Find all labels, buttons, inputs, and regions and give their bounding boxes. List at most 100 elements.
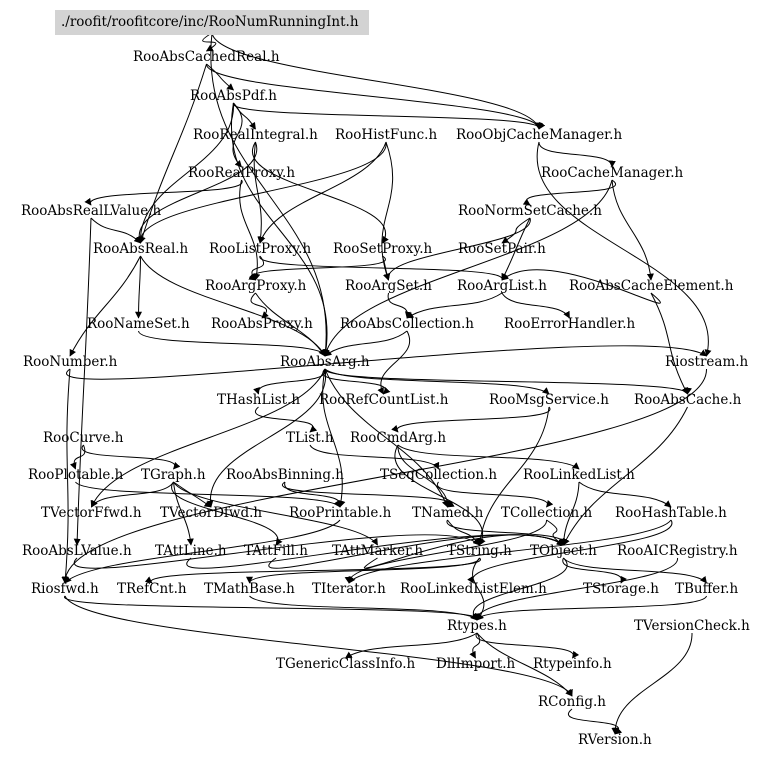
edge-roofit-roofitcore-inc-roonumrunningint-h-to-rooobjcachemanager-h (211, 32, 542, 130)
node-rooargproxy-h[interactable]: RooArgProxy.h (205, 278, 307, 294)
edge-tmathbase-h-to-rtypes-h (249, 595, 478, 621)
node-tvectordfwd-h[interactable]: TVectorDfwd.h (160, 505, 263, 521)
node-rtypes-h[interactable]: Rtypes.h (447, 618, 507, 634)
node-roorefcountlist-h[interactable]: RooRefCountList.h (319, 392, 449, 408)
node-roohistfunc-h[interactable]: RooHistFunc.h (335, 127, 438, 143)
node-roocurve-h[interactable]: RooCurve.h (43, 430, 124, 446)
edge-rtypes-h-to-rconfig-h (476, 632, 573, 697)
edge-rooarglist-h-to-rooabscollection-h (406, 292, 503, 319)
node-roonormsetcache-h[interactable]: RooNormSetCache.h (458, 203, 602, 219)
node-roomsgservice-h[interactable]: RooMsgService.h (489, 392, 609, 408)
node-rooabscachedreal-h[interactable]: RooAbsCachedReal.h (133, 49, 280, 65)
node-roonumber-h[interactable]: RooNumber.h (23, 354, 118, 370)
edge-rooprintable-h-to-riosfwd-h (64, 519, 341, 584)
node-rooabscache-h[interactable]: RooAbsCache.h (634, 392, 742, 408)
node-tnamed-h[interactable]: TNamed.h (412, 505, 484, 521)
node-roosetproxy-h[interactable]: RooSetProxy.h (333, 241, 433, 257)
node-rooabsreallvalue-h[interactable]: RooAbsRealLValue.h (21, 203, 162, 219)
node-dllimport-h[interactable]: DllImport.h (436, 656, 516, 672)
node-tattline-h[interactable]: TAttLine.h (155, 543, 227, 559)
node-rooabsarg-h[interactable]: RooAbsArg.h (280, 354, 370, 370)
edge-rooabscacheelement-h-to-rooabscache-h (650, 292, 688, 395)
node-roorealproxy-h[interactable]: RooRealProxy.h (188, 165, 296, 181)
edge-roorealproxy-h-to-rooabsreallvalue-h (84, 179, 243, 206)
edge-rooabsreallvalue-h-to-rooabslvalue-h (73, 217, 92, 546)
edge-roocachemanager-h-to-rooabsarg-h (323, 179, 613, 357)
node-rooabsreal-h[interactable]: RooAbsReal.h (93, 241, 189, 257)
node-rooerrorhandler-h[interactable]: RooErrorHandler.h (504, 316, 636, 332)
edge-rtypes-h-to-tgenericclassinfo-h (344, 632, 478, 659)
node-rversion-h[interactable]: RVersion.h (578, 732, 652, 748)
edge-roofit-roofitcore-inc-roonumrunningint-h-to-rooabsarg-h (210, 32, 330, 357)
node-tmathbase-h[interactable]: TMathBase.h (204, 581, 295, 597)
edge-roonumber-h-to-riostream-h (66, 345, 708, 380)
edge-rooabsreallvalue-h-to-rooabsreal-h (90, 217, 141, 244)
edge-riosfwd-h-to-rconfig-h (64, 595, 573, 697)
node-riostream-h[interactable]: Riostream.h (665, 354, 749, 370)
edge-roolinkedlist-h-to-tobject-h (560, 481, 580, 546)
node-roorealintegral-h[interactable]: RooRealIntegral.h (193, 127, 318, 143)
node-rooabsbinning-h[interactable]: RooAbsBinning.h (226, 467, 345, 483)
edge-roomsgservice-h-to-tstring-h (476, 406, 550, 546)
edge-tgraph-h-to-tattline-h (173, 481, 194, 546)
edge-roohashtable-h-to-titerator-h (348, 519, 672, 584)
node-titerator-h[interactable]: TIterator.h (312, 581, 386, 597)
node-rooabslvalue-h[interactable]: RooAbsLValue.h (22, 543, 132, 559)
node-roonameset-h[interactable]: RooNameSet.h (87, 316, 190, 332)
node-thashlist-h[interactable]: THashList.h (217, 392, 301, 408)
node-riosfwd-h[interactable]: Riosfwd.h (31, 581, 99, 597)
node-tversioncheck-h[interactable]: TVersionCheck.h (634, 618, 750, 634)
node-rooplotable-h[interactable]: RooPlotable.h (28, 467, 124, 483)
node-rooobjcachemanager-h[interactable]: RooObjCacheManager.h (456, 127, 623, 143)
edge-rooabsarg-h-to-rooprintable-h (322, 368, 345, 508)
node-tbuffer-h[interactable]: TBuffer.h (675, 581, 739, 597)
node-roolinkedlistelem-h[interactable]: RooLinkedListElem.h (400, 581, 547, 597)
edge-tseqcollection-h-to-tcollection-h (437, 481, 554, 508)
edge-riosfwd-h-to-rtypes-h (64, 595, 484, 621)
edge-rconfig-h-to-rversion-h (568, 708, 623, 735)
node-tstorage-h[interactable]: TStorage.h (583, 581, 659, 597)
node-roocachemanager-h[interactable]: RooCacheManager.h (541, 165, 684, 181)
edge-roolinkedlist-h-to-roohashtable-h (578, 481, 672, 508)
node-tvectorffwd-h[interactable]: TVectorFfwd.h (41, 505, 142, 521)
node-roolistproxy-h[interactable]: RooListProxy.h (209, 241, 312, 257)
node-rooabscacheelement-h[interactable]: RooAbsCacheElement.h (569, 278, 734, 294)
node-roocmdarg-h[interactable]: RooCmdArg.h (350, 430, 447, 446)
edge-roohashtable-h-to-roolinkedlistelem-h (467, 519, 673, 584)
node-rooprintable-h[interactable]: RooPrintable.h (289, 505, 392, 521)
edge-tobject-h-to-rtypes-h (470, 557, 568, 621)
edge-rtypes-h-to-dllimport-h (469, 632, 481, 659)
node-rooabsproxy-h[interactable]: RooAbsProxy.h (211, 316, 313, 332)
node-rooargset-h[interactable]: RooArgSet.h (345, 278, 432, 294)
edge-rooplotable-h-to-rooprintable-h (75, 481, 341, 508)
node-tstring-h[interactable]: TString.h (447, 543, 512, 559)
edge-rooargproxy-h-to-rooabsarg-h (255, 292, 326, 357)
node-tattfill-h[interactable]: TAttFill.h (244, 543, 308, 559)
node-trefcnt-h[interactable]: TRefCnt.h (117, 581, 187, 597)
node-tgenericclassinfo-h[interactable]: TGenericClassInfo.h (276, 656, 416, 672)
node-rooabscollection-h[interactable]: RooAbsCollection.h (340, 316, 474, 332)
edge-roocurve-h-to-rooplotable-h (69, 444, 86, 470)
node-tlist-h[interactable]: TList.h (286, 430, 334, 446)
node-roosetpair-h[interactable]: RooSetPair.h (458, 241, 546, 257)
node-rooaicregistry-h[interactable]: RooAICRegistry.h (617, 543, 738, 559)
node-tgraph-h[interactable]: TGraph.h (141, 467, 206, 483)
edge-rooabsarg-h-to-tvectorffwd-h (90, 368, 326, 508)
node-tseqcollection-h[interactable]: TSeqCollection.h (380, 467, 498, 483)
node-rconfig-h[interactable]: RConfig.h (538, 694, 606, 710)
node-rooabspdf-h[interactable]: RooAbsPdf.h (190, 88, 277, 104)
edge-rooabsreal-h-to-roonameset-h (135, 255, 143, 319)
edge-tgraph-h-to-tvectorffwd-h (91, 481, 174, 508)
root-file-node[interactable]: ./roofit/roofitcore/inc/RooNumRunningInt… (55, 10, 369, 35)
edge-rooabsarg-h-to-rooabscache-h (324, 368, 692, 395)
node-tcollection-h[interactable]: TCollection.h (501, 505, 593, 521)
node-tobject-h[interactable]: TObject.h (530, 543, 597, 559)
edge-roorealproxy-h-to-rooargproxy-h (239, 179, 261, 281)
edge-rooarglist-h-to-rooerrorhandler-h (501, 292, 570, 319)
node-tattmarker-h[interactable]: TAttMarker.h (332, 543, 424, 559)
node-roolinkedlist-h[interactable]: RooLinkedList.h (523, 467, 635, 483)
node-rooarglist-h[interactable]: RooArgList.h (457, 278, 547, 294)
node-roohashtable-h[interactable]: RooHashTable.h (615, 505, 727, 521)
edge-tbuffer-h-to-rtypes-h (475, 595, 707, 621)
node-rtypeinfo-h[interactable]: Rtypeinfo.h (533, 656, 612, 672)
